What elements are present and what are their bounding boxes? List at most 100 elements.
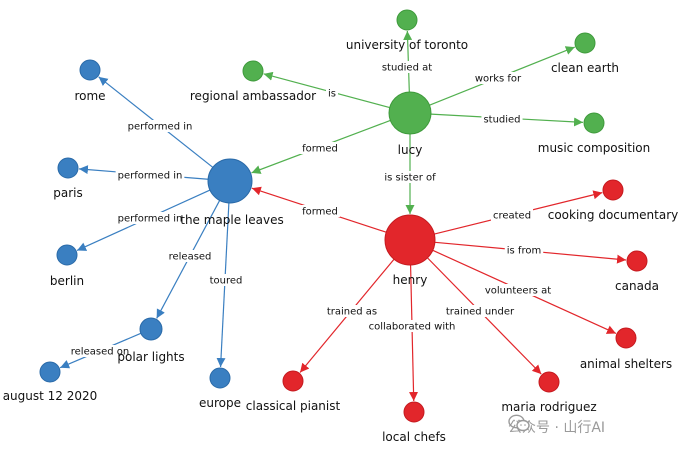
edge-label-background [382, 171, 438, 183]
node-label-lucy: lucy [398, 143, 423, 157]
edge-label-background [443, 305, 517, 317]
edge-label-henry-pianist: trained as [324, 305, 380, 318]
edge-label-lucy-henry: is sister of [382, 171, 438, 184]
node-labels-layer: lucy henry the maple leaves university of t… [3, 38, 679, 444]
edge-label-text: formed [302, 144, 338, 155]
edge-label-background [379, 61, 435, 73]
edge-label-maple-paris: performed in [115, 169, 185, 182]
edge-label-text: trained under [446, 307, 515, 318]
node-cleanearth[interactable] [574, 32, 596, 54]
edge-label-background [300, 142, 340, 154]
node-shelters[interactable] [615, 327, 637, 349]
edge-label-henry-shelters: volunteers at [482, 284, 554, 297]
node-label-maria: maria rodriguez [501, 400, 596, 414]
edge-label-background [504, 244, 544, 256]
node-berlin[interactable] [56, 244, 78, 266]
edge-label-text: collaborated with [369, 322, 456, 333]
edge-label-background [482, 284, 554, 296]
edge-label-maple-berlin: performed in [115, 212, 185, 225]
nodes-layer [39, 9, 648, 423]
node-label-pianist: classical pianist [246, 399, 341, 413]
node-canada[interactable] [626, 250, 648, 272]
edge-label-henry-maria: trained under [443, 305, 517, 318]
edge-label-text: formed [302, 207, 338, 218]
edge-label-background [366, 320, 458, 332]
edge-label-text: studied at [382, 63, 432, 74]
edge-label-henry-canada: is from [504, 244, 544, 257]
node-maple[interactable] [207, 158, 253, 204]
edge-label-henry-chefs: collaborated with [366, 320, 458, 333]
node-label-polarlights: polar lights [117, 350, 184, 364]
edge-label-background [68, 345, 132, 357]
node-label-berlin: berlin [50, 274, 84, 288]
node-chefs[interactable] [403, 401, 425, 423]
edge-label-background [490, 209, 534, 221]
edge-label-polarlights-aug2020: released on [68, 345, 132, 358]
node-polarlights[interactable] [139, 317, 163, 341]
node-musiccomp[interactable] [583, 112, 605, 134]
edge-label-text: toured [210, 276, 243, 287]
edge-label-text: released [169, 252, 212, 263]
edge-label-text: is [328, 89, 336, 100]
node-label-toronto: university of toronto [346, 38, 468, 52]
edge-label-text: is from [507, 246, 541, 257]
node-pianist[interactable] [282, 370, 304, 392]
node-label-paris: paris [53, 186, 83, 200]
edge-label-lucy-musiccomp: studied [481, 113, 523, 126]
node-label-shelters: animal shelters [580, 357, 672, 371]
node-rome[interactable] [79, 59, 101, 81]
node-label-canada: canada [615, 279, 659, 293]
edge-label-text: studied [483, 115, 520, 126]
node-label-rome: rome [74, 89, 105, 103]
edge-label-text: released on [71, 347, 129, 358]
edge-label-text: created [493, 211, 531, 222]
edge-label-background [481, 113, 523, 125]
node-label-musiccomp: music composition [538, 141, 650, 155]
node-europe[interactable] [209, 367, 231, 389]
watermark-text: 公众号 · 山行AI [508, 420, 606, 436]
edge-label-lucy-ambassador: is [326, 87, 338, 100]
edge-label-text: is sister of [384, 173, 436, 184]
edge-label-background [326, 87, 338, 99]
edge-label-background [115, 212, 185, 224]
edge-label-lucy-cleanearth: works for [472, 72, 524, 85]
node-toronto[interactable] [396, 9, 418, 31]
node-label-aug2020: august 12 2020 [3, 389, 98, 403]
node-label-cookingdoc: cooking documentary [548, 208, 679, 222]
edge-label-maple-polarlights: released [166, 250, 214, 263]
watermark: 公众号 · 山行AI [508, 414, 605, 440]
node-cookingdoc[interactable] [602, 179, 624, 201]
edge-label-text: performed in [118, 171, 183, 182]
node-label-chefs: local chefs [382, 430, 446, 444]
node-label-henry: henry [393, 273, 428, 287]
edge-label-text: performed in [118, 214, 183, 225]
edge-label-background [300, 205, 340, 217]
node-label-ambassador: regional ambassador [190, 89, 316, 103]
edge-label-background [166, 250, 214, 262]
edge-label-henry-maple: formed [300, 205, 340, 218]
node-label-maple: the maple leaves [180, 213, 284, 227]
node-henry[interactable] [384, 214, 436, 266]
edge-labels-layer: studied at works for is studied formed is sis… [68, 61, 554, 358]
edge-label-lucy-maple: formed [300, 142, 340, 155]
edge-label-background [472, 72, 524, 84]
edge-label-text: works for [475, 74, 522, 85]
edge-henry-chefs [409, 264, 419, 402]
wechat-icon [508, 414, 530, 432]
edge-label-henry-cookingdoc: created [490, 209, 534, 222]
node-maria[interactable] [538, 371, 560, 393]
edge-label-background [115, 169, 185, 181]
edge-label-background [207, 274, 245, 286]
edge-label-text: performed in [128, 122, 193, 133]
node-label-europe: europe [199, 396, 241, 410]
node-lucy[interactable] [388, 91, 432, 135]
node-label-cleanearth: clean earth [551, 61, 619, 75]
node-ambassador[interactable] [242, 60, 264, 82]
edge-label-lucy-toronto: studied at [379, 61, 435, 74]
edge-label-maple-rome: performed in [125, 120, 195, 133]
edge-label-text: trained as [327, 307, 377, 318]
edge-label-background [324, 305, 380, 317]
node-paris[interactable] [57, 157, 79, 179]
node-aug2020[interactable] [39, 361, 61, 383]
